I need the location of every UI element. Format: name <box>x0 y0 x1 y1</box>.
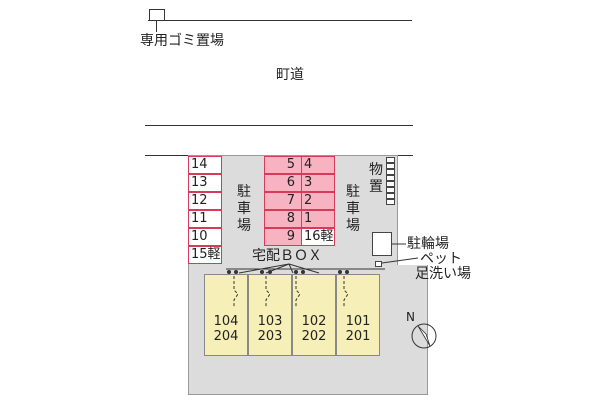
delivery-box-label: 宅配ＢＯＸ <box>252 248 322 264</box>
top-road-line <box>148 20 412 21</box>
unit-lower-number: 101 <box>345 314 371 329</box>
storage-label: 物置 <box>368 162 384 196</box>
storage-cell <box>386 181 395 187</box>
storage-cell <box>386 187 395 193</box>
stall-number: 6 <box>286 175 295 190</box>
unit-101-201: 101 201 <box>336 274 380 356</box>
parking-stall: 16軽 <box>301 228 335 246</box>
pet-wash-box <box>375 261 382 267</box>
unit-upper-number: 204 <box>213 329 239 344</box>
parking-stall: 13 <box>188 174 222 192</box>
parking-stall: 1 <box>301 210 335 228</box>
unit-lower-number: 103 <box>257 314 283 329</box>
parking-label-text: 駐車場 <box>346 184 360 234</box>
storage-label-text: 物置 <box>369 162 383 195</box>
storage-cell <box>386 175 395 181</box>
storage-cell <box>386 193 395 199</box>
pet-wash-label-line1: ペット <box>420 251 462 267</box>
parking-stall: 4 <box>301 156 335 174</box>
unit-upper-number: 202 <box>301 329 327 344</box>
parking-stall: 14 <box>188 156 222 174</box>
pet-wash-label-line2: 足洗い場 <box>415 266 471 282</box>
storage-cell <box>386 199 395 205</box>
storage-cell <box>386 163 395 169</box>
storage-cell <box>386 157 395 163</box>
unit-lower-number: 102 <box>301 314 327 329</box>
unit-lower-number: 104 <box>213 314 239 329</box>
parking-stall: 7 <box>264 192 302 210</box>
parking-stall: 15軽 <box>188 246 222 264</box>
stall-number: 7 <box>286 193 295 208</box>
parking-stall: 12 <box>188 192 222 210</box>
bicycle-label: 駐輪場 <box>407 236 449 252</box>
road-edge-upper <box>145 125 413 126</box>
parking-label-left: 駐車場 <box>236 184 252 235</box>
unit-104-204: 104 204 <box>204 274 248 356</box>
bicycle-parking-box <box>372 232 392 256</box>
north-label: N <box>406 310 415 324</box>
north-compass-icon <box>411 323 437 349</box>
parking-stall: 10 <box>188 228 222 246</box>
unit-102-202: 102 202 <box>292 274 336 356</box>
unit-103-203: 103 203 <box>248 274 292 356</box>
parking-stall: 5 <box>264 156 302 174</box>
garbage-label: 専用ゴミ置場 <box>140 33 224 49</box>
parking-label-right: 駐車場 <box>345 184 361 235</box>
parking-stall: 8 <box>264 210 302 228</box>
parking-label-text: 駐車場 <box>237 184 251 234</box>
stall-number: 8 <box>286 211 295 226</box>
unit-upper-number: 203 <box>257 329 283 344</box>
garbage-box-stem <box>156 21 157 32</box>
parking-stall: 3 <box>301 174 335 192</box>
parking-stall: 11 <box>188 210 222 228</box>
stall-number: 9 <box>286 229 295 244</box>
road-label: 町道 <box>276 67 304 83</box>
unit-upper-number: 201 <box>345 329 371 344</box>
parking-stall: 6 <box>264 174 302 192</box>
parking-stall: 9 <box>264 228 302 246</box>
storage-cell <box>386 169 395 175</box>
stall-number: 5 <box>286 157 295 172</box>
parking-stall: 2 <box>301 192 335 210</box>
